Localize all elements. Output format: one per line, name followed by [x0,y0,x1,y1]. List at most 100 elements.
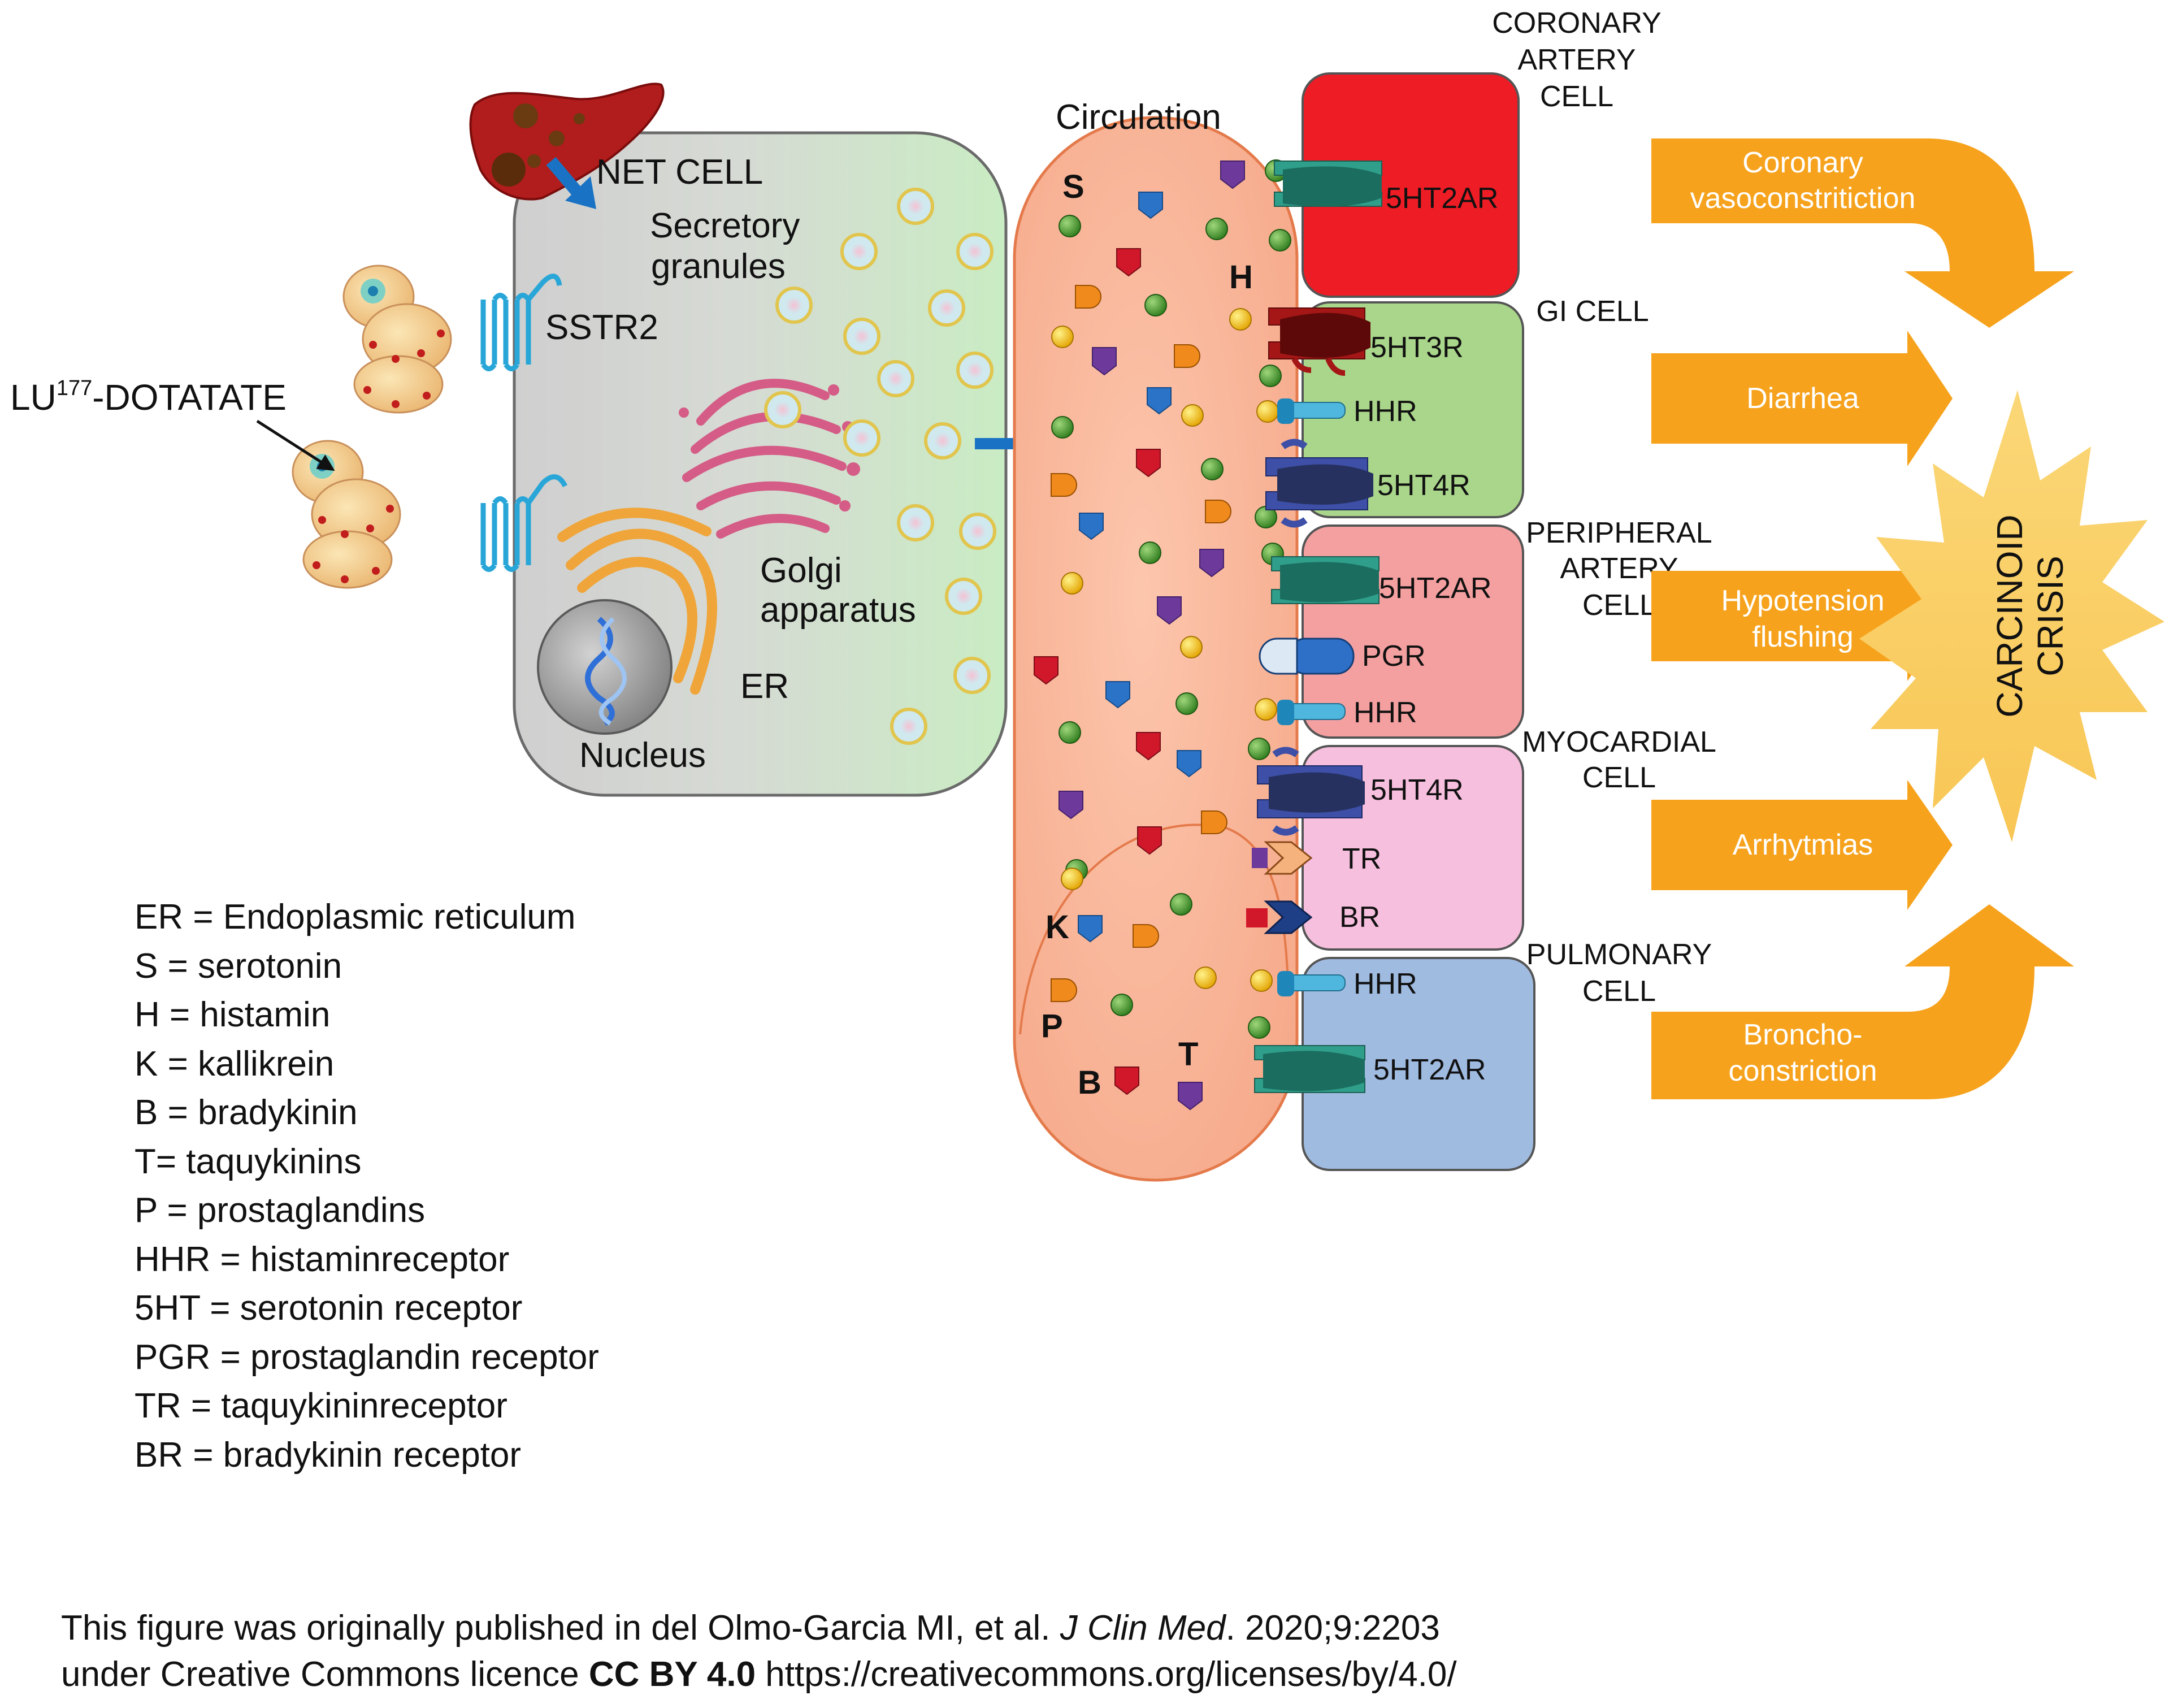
5ht2ar-receptor-icon [1271,556,1380,604]
liver-icon [469,83,665,201]
serotonin-molecule [1144,294,1167,317]
prostaglandin-molecule [1051,978,1077,1002]
coronary-receptor1-label: 5HT2AR [1386,182,1498,215]
coronary-label-line3: CELL [1540,80,1613,113]
serotonin-molecule [1059,721,1081,744]
br-receptor-icon [1246,900,1313,934]
net-cell: NET CELL Secretory granules SSTR2 [469,83,1037,797]
bradykinin-molecule [1114,1067,1139,1095]
credit-line2: under Creative Commons licence CC BY 4.0… [61,1651,2039,1698]
prostaglandin-molecules [1051,285,1231,1002]
legend-item: S = serotonin [135,946,342,986]
arrhythmias-effect-arrow [1651,780,1953,910]
carcinoid-crisis-burst: CARCINOID CRISIS [1859,390,2164,842]
kallikrein-molecule [1138,192,1163,219]
pgr-receptor-icon [1259,638,1355,675]
coronary-effect-arrow [1651,138,2074,328]
sstr2-label: SSTR2 [545,308,658,347]
secretory-granule [840,233,878,270]
secretory-granule [956,233,994,270]
hypotension-effect-line1: Hypotension [1721,584,1884,617]
legend-item: T= taquykinins [135,1142,362,1181]
coronary-label-line2: ARTERY [1517,44,1636,76]
nucleus-icon [537,599,673,735]
secretory-granule [945,578,982,615]
drug-prefix: LU [10,377,57,418]
secretory-granule [843,419,880,457]
secretory-granule [764,391,801,428]
circulation-title: Circulation [1056,98,1221,137]
secretory-label-line1: Secretory [650,206,800,245]
legend-item: 5HT = serotonin receptor [135,1289,523,1328]
myocardial-receptor2-label: TR [1342,843,1381,875]
broncho-effect-line2: constriction [1729,1055,1877,1087]
credit-line1: This figure was originally published in … [61,1605,2039,1651]
secretory-label-line2: granules [651,247,786,286]
histamin-marker: H [1229,259,1253,296]
serotonin-molecule [1201,458,1224,480]
prostaglandins-marker: P [1041,1008,1063,1044]
taquykinin-molecule [1059,791,1083,820]
drug-pointer-line [256,419,335,471]
histamin-molecule [1061,868,1083,890]
serotonin-molecule [1205,218,1228,240]
5ht2ar-receptor-icon [1274,161,1382,207]
diarrhea-effect-arrow [1651,331,1953,466]
legend-item: BR = bradykinin receptor [135,1435,522,1475]
kallikrein-molecule [1147,387,1172,415]
histamin-molecules [1051,308,1279,992]
er-label: ER [740,667,789,706]
dotatate-peptide-icon [342,265,452,414]
histamin-molecule [1194,966,1217,989]
myocardial-label-line1: MYOCARDIAL [1522,726,1716,758]
credit-text: . 2020;9:2203 [1225,1609,1440,1648]
hhr-receptor-icon [1277,700,1346,725]
peripheral-receptor3-label: HHR [1354,696,1417,729]
hypotension-effect-line2: flushing [1752,621,1853,653]
serotonin-molecule [1139,541,1161,564]
histamin-molecule [1180,636,1203,658]
legend-item: P = prostaglandins [135,1191,426,1230]
secretory-granule [959,513,996,550]
hhr-receptor-icon [1277,971,1346,996]
histamin-molecule [1061,572,1083,595]
pulmonary-receptor1-label: HHR [1354,968,1417,1000]
serotonin-molecule [1269,229,1291,252]
gi-cell: GI CELL 5HT3R HHR 5HT4R [1265,295,1649,528]
prostaglandin-molecule [1133,924,1159,948]
drug-suffix: -DOTATATE [92,377,287,418]
peripheral-artery-cell: PERIPHERAL ARTERY CELL 5HT2AR PGR HHR [1259,517,1712,739]
secretory-granule [843,318,880,355]
pulmonary-label-line1: PULMONARY [1526,938,1712,971]
myocardial-receptor3-label: BR [1339,901,1380,934]
credit-journal: J Clin Med [1060,1609,1226,1648]
credit-text: under Creative Commons licence [61,1655,589,1694]
prostaglandin-molecule [1051,473,1077,497]
5ht3r-receptor-icon [1268,307,1370,376]
sstr2-receptor-icon [480,274,562,371]
legend-item: HHR = histaminreceptor [135,1239,510,1279]
serotonin-molecule [1059,215,1081,237]
peripheral-label-line3: CELL [1582,589,1656,622]
kallikrein-molecule [1105,681,1130,709]
er-icon [557,508,717,695]
taquykinin-molecules [1059,161,1245,1111]
5ht2ar-receptor-icon [1254,1045,1365,1093]
bradykinin-molecule [1116,248,1141,277]
drug-label: LU177-DOTATATE [10,376,287,418]
peripheral-label-line1: PERIPHERAL [1526,517,1712,549]
bradykinin-molecule [1136,732,1161,761]
peripheral-receptor2-label: PGR [1362,640,1426,673]
taquykinin-molecule [1199,549,1224,578]
serotonin-molecules [1051,159,1291,1039]
gi-receptor3-label: 5HT4R [1377,469,1470,502]
histamin-molecule [1255,698,1277,721]
histamin-molecule [1250,969,1273,992]
credit-link[interactable]: https://creativecommons.org/licenses/by/… [756,1655,1457,1694]
golgi-apparatus-icon [679,379,860,539]
taquykinin-molecule [1178,1082,1203,1111]
kallikrein-molecule [1078,915,1103,943]
liver-arrow-head-icon [565,176,596,209]
golgi-label-line1: Golgi [760,551,842,590]
coronary-effect-line2: vasoconstritiction [1690,182,1916,215]
